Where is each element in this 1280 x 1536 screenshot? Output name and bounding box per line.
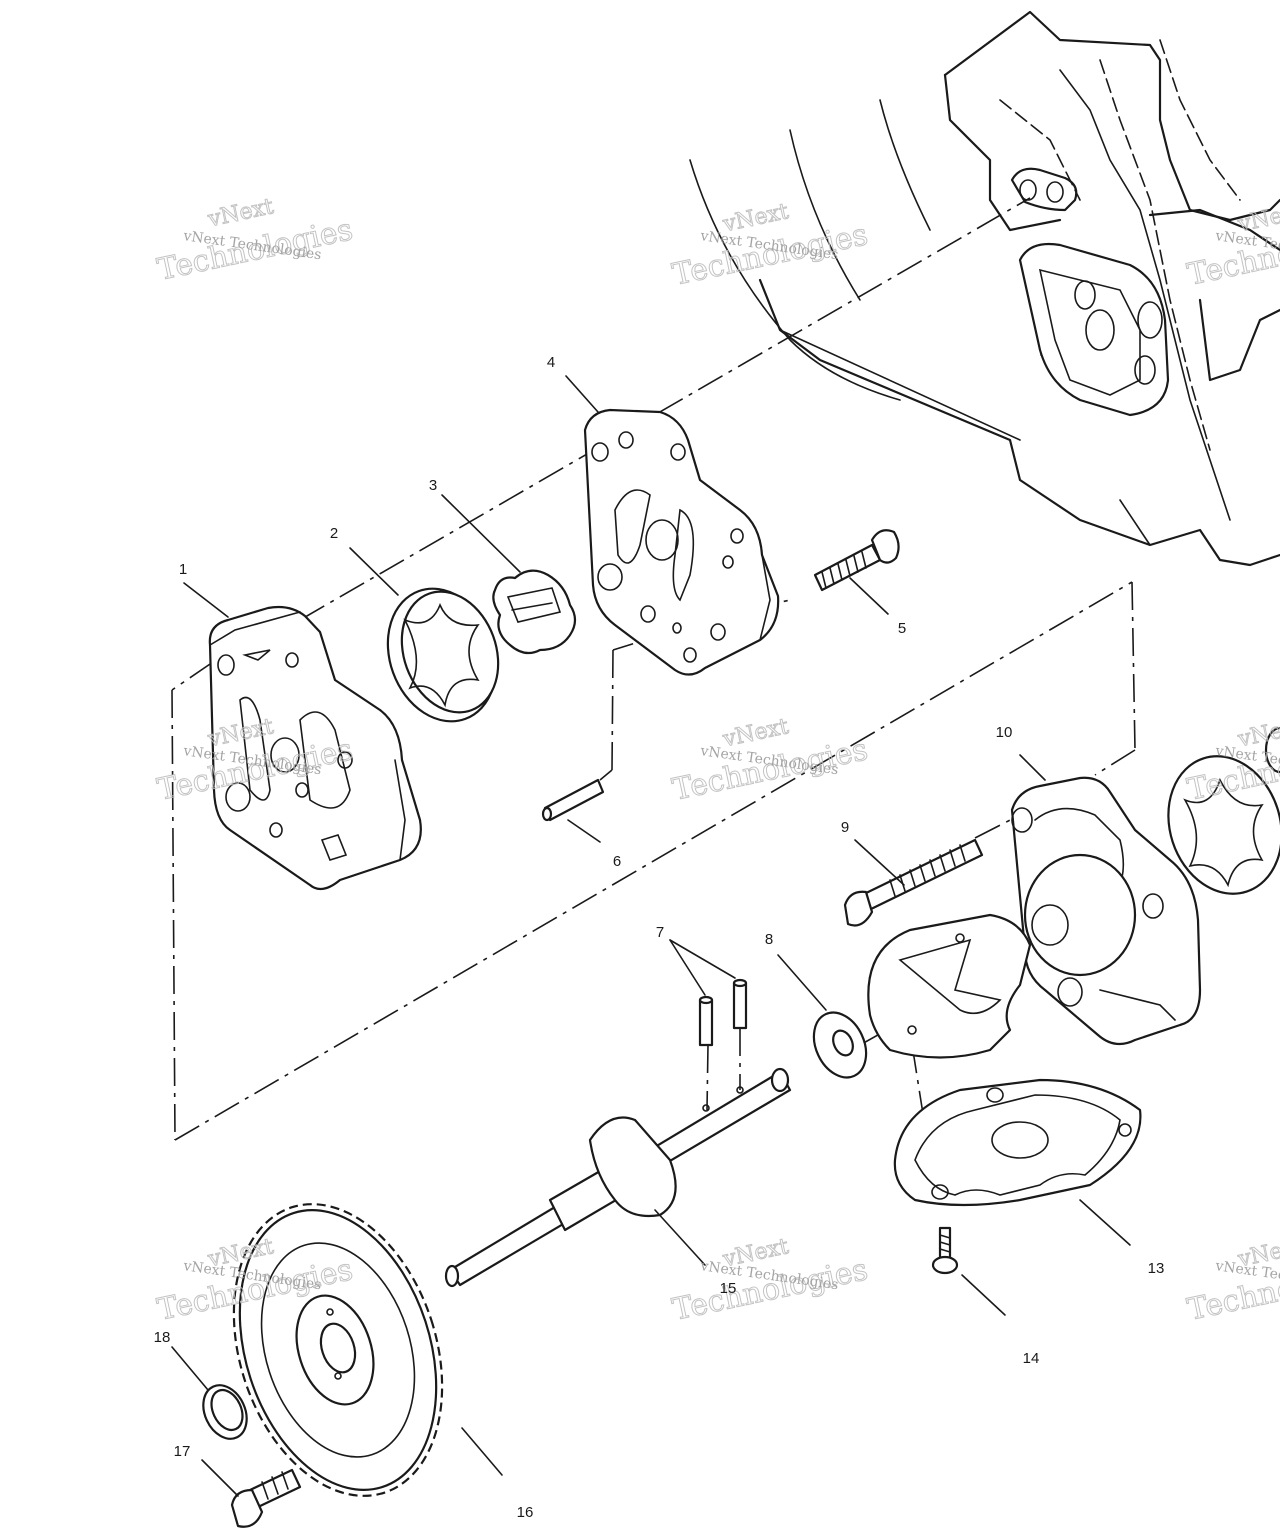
callout-17: 17	[174, 1443, 191, 1460]
part-18-washer	[171, 1346, 248, 1440]
callout-5: 5	[898, 620, 906, 637]
watermark-big: Technologies	[669, 1252, 870, 1328]
callout-13: 13	[1148, 1260, 1165, 1277]
part-plate	[867, 913, 1032, 1059]
callout-3: 3	[429, 477, 437, 494]
callout-labels: 1 2 3 4 5 6 7 8 9 10 13 14 15 16 17 18	[154, 354, 1165, 1521]
part-2-outer-rotor	[349, 547, 500, 723]
callout-10: 10	[996, 724, 1013, 741]
part-17-gear-bolt	[201, 1459, 302, 1528]
part-13-cover-plate	[893, 1078, 1142, 1246]
part-4-pump-body	[565, 375, 780, 676]
part-15-drive-shaft	[444, 1067, 792, 1288]
callout-15: 15	[720, 1280, 737, 1297]
callout-14: 14	[1023, 1350, 1040, 1367]
watermark-brand: vNext	[205, 194, 276, 232]
callout-18: 18	[154, 1329, 171, 1346]
part-14-screw	[931, 1226, 1006, 1316]
callout-4: 4	[547, 354, 555, 371]
callout-9: 9	[841, 819, 849, 836]
part-10-pump-cover	[1010, 754, 1202, 1046]
part-8-washer	[777, 954, 868, 1079]
callout-7: 7	[656, 924, 664, 941]
part-5-bolt	[813, 529, 900, 615]
watermark-big: Technologies	[669, 217, 870, 293]
part-6-dowel-pin	[541, 778, 605, 843]
callout-2: 2	[330, 525, 338, 542]
part-1-pump-housing	[183, 582, 422, 891]
part-9-long-bolt	[843, 838, 984, 927]
watermark-big: Technologies	[669, 732, 870, 808]
callout-1: 1	[179, 561, 187, 578]
part-16-drive-gear	[232, 1203, 503, 1497]
callout-8: 8	[765, 931, 773, 948]
part-7-pins	[669, 939, 748, 1047]
partial-rotor-right	[1167, 726, 1280, 895]
callout-6: 6	[613, 853, 621, 870]
part-3-inner-rotor	[441, 494, 577, 655]
callout-16: 16	[517, 1504, 534, 1521]
